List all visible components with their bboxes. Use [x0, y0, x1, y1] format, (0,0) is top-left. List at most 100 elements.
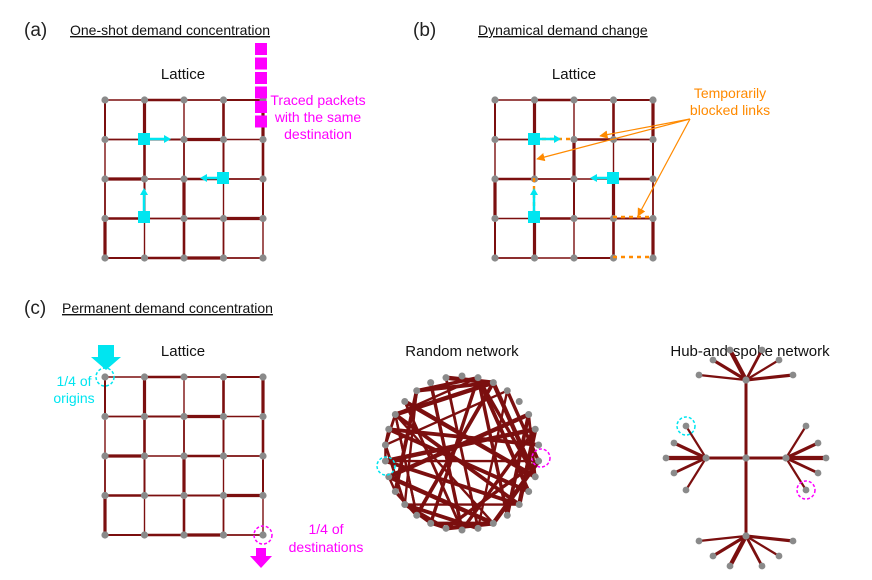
leaf-node: [682, 422, 690, 430]
spoke-link: [712, 534, 747, 558]
random-node: [515, 501, 523, 509]
lattice-node: [101, 373, 109, 381]
lattice-node: [101, 452, 109, 460]
spoke-link: [785, 441, 819, 460]
lattice-node: [180, 254, 188, 262]
blocked-links-line-1: Temporarily: [694, 85, 766, 101]
leaf-node: [814, 469, 822, 477]
leaf-node: [822, 454, 830, 462]
lattice-node: [140, 452, 149, 460]
random-node: [525, 411, 533, 418]
hub-and-spoke-title: Hub-and-spoke network: [670, 343, 830, 360]
lattice-node: [180, 412, 188, 421]
panel-a-network-title: Lattice: [161, 66, 205, 83]
lattice-node: [570, 254, 578, 262]
lattice-node: [140, 96, 149, 104]
random-node: [427, 379, 435, 387]
leaf-node: [789, 537, 797, 545]
lattice-node: [649, 96, 657, 104]
random-network-title: Random network: [405, 343, 519, 360]
leaf-node: [682, 486, 690, 494]
lattice-node: [570, 135, 578, 144]
leaf-node: [758, 346, 766, 354]
destinations-line-1: 1/4 of: [308, 521, 343, 537]
panel-c-lattice-title: Lattice: [161, 343, 205, 360]
origins-line-2: origins: [53, 390, 94, 406]
random-node: [427, 519, 435, 527]
lattice-node: [570, 175, 578, 183]
destination-highlight: [253, 525, 273, 545]
lattice-node: [259, 254, 267, 262]
lattice-node: [101, 175, 109, 183]
leaf-node: [726, 562, 734, 570]
leaf-node: [802, 422, 810, 430]
lattice-node: [140, 373, 149, 381]
random-link: [386, 474, 496, 526]
leaf-node: [775, 552, 783, 560]
destination-highlight: [796, 480, 816, 500]
lattice-node: [180, 214, 188, 223]
lattice-node: [649, 254, 657, 262]
packet-arrowhead: [554, 135, 561, 143]
hub-node: [702, 454, 710, 462]
lattice-node: [101, 135, 109, 144]
spoke-link: [685, 457, 707, 491]
leaf-node: [758, 562, 766, 570]
origins-line-1: 1/4 of: [56, 373, 91, 389]
leaf-node: [709, 552, 717, 560]
panel-c-letter: (c): [24, 298, 46, 319]
packet-arrowhead: [530, 188, 538, 195]
lattice-node: [259, 412, 267, 421]
lattice-node: [180, 452, 188, 460]
random-node: [531, 473, 539, 481]
spoke-link: [785, 457, 807, 491]
lattice-node: [649, 135, 657, 144]
spoke-link: [745, 359, 780, 381]
lattice-node: [219, 531, 228, 539]
lattice-node: [180, 373, 188, 381]
lattice-network-b: [491, 96, 657, 262]
random-node: [489, 519, 497, 527]
spoke-link: [673, 441, 707, 460]
random-node: [474, 374, 482, 382]
random-network: [376, 372, 551, 534]
lattice-node: [219, 254, 228, 262]
origin-highlight: [376, 456, 396, 476]
lattice-node: [259, 135, 267, 144]
spoke-link: [685, 425, 707, 459]
lattice-node: [491, 254, 499, 262]
traced-packets-line-3: destination: [284, 126, 352, 142]
random-link: [414, 380, 496, 393]
leaf-node: [775, 356, 783, 364]
random-node: [525, 488, 533, 495]
lattice-node: [219, 452, 228, 460]
packet-arrowhead: [140, 188, 148, 195]
panel-a-letter: (a): [24, 20, 47, 41]
spoke-link: [698, 534, 747, 543]
lattice-node: [140, 412, 149, 421]
random-node: [515, 397, 523, 405]
packet-arrowhead: [200, 174, 207, 182]
random-node: [391, 488, 399, 495]
destination-highlight: [531, 448, 551, 468]
random-node: [385, 425, 393, 433]
leaf-node: [695, 371, 703, 379]
spoke-link: [745, 535, 780, 557]
random-link: [387, 427, 531, 493]
random-link: [403, 502, 448, 531]
lattice-node: [570, 96, 578, 104]
destination-packet: [255, 43, 267, 55]
blocked-links-line-2: blocked links: [690, 102, 770, 118]
origin-highlight: [676, 416, 696, 436]
panel-c-title: Permanent demand concentration: [62, 300, 273, 316]
spoke-link: [698, 373, 747, 382]
lattice-node: [259, 531, 267, 539]
random-node: [535, 457, 543, 465]
lattice-network-a: [101, 96, 267, 262]
random-node: [413, 511, 421, 519]
lattice-node: [259, 214, 267, 223]
panel-a-title: One-shot demand concentration: [70, 22, 270, 38]
random-link: [491, 380, 538, 479]
random-link: [444, 376, 480, 530]
random-link: [394, 413, 418, 517]
